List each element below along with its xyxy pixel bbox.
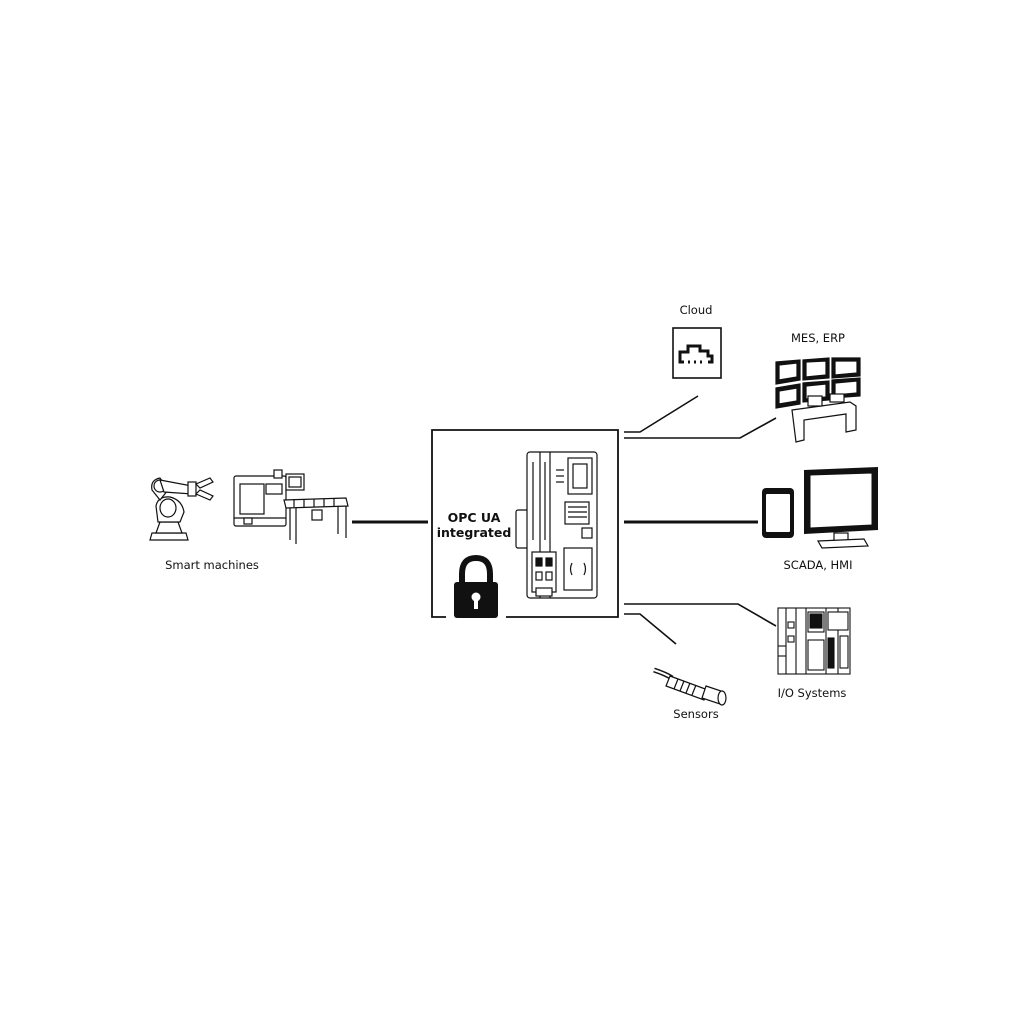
smart-machines-node: Smart machines xyxy=(149,469,349,572)
io-module-icon xyxy=(777,607,851,675)
machine-icon xyxy=(233,469,305,527)
conveyor-icon xyxy=(283,497,349,544)
controller-icon xyxy=(515,451,598,599)
center-node: OPC UA integrated xyxy=(431,429,619,621)
robot-arm-icon xyxy=(149,477,214,541)
control-room-icon xyxy=(775,357,861,443)
connector-mes-erp xyxy=(624,417,777,439)
scada-hmi-label: SCADA, HMI xyxy=(784,558,853,572)
cloud-label: Cloud xyxy=(680,303,713,317)
tablet-icon xyxy=(762,488,794,538)
io-systems-node: I/O Systems xyxy=(777,607,851,700)
sensor-icon xyxy=(653,667,727,706)
sensors-node: Sensors xyxy=(653,667,727,721)
scada-hmi-node: SCADA, HMI xyxy=(762,467,878,572)
connector-sensors xyxy=(624,613,677,645)
connectors xyxy=(352,395,777,645)
monitor-icon xyxy=(804,467,878,549)
center-subtitle: integrated xyxy=(437,525,512,540)
lock-icon xyxy=(454,554,498,618)
sensors-label: Sensors xyxy=(673,707,718,721)
connector-io-systems xyxy=(624,603,777,627)
mes-erp-node: MES, ERP xyxy=(775,331,861,443)
cloud-icon xyxy=(678,344,714,364)
io-systems-label: I/O Systems xyxy=(778,686,847,700)
center-frame xyxy=(431,429,619,618)
smart-machines-label: Smart machines xyxy=(165,558,259,572)
mes-erp-label: MES, ERP xyxy=(791,331,845,345)
center-title: OPC UA xyxy=(448,510,501,525)
cloud-node: Cloud xyxy=(672,303,722,379)
connector-cloud xyxy=(624,395,699,433)
